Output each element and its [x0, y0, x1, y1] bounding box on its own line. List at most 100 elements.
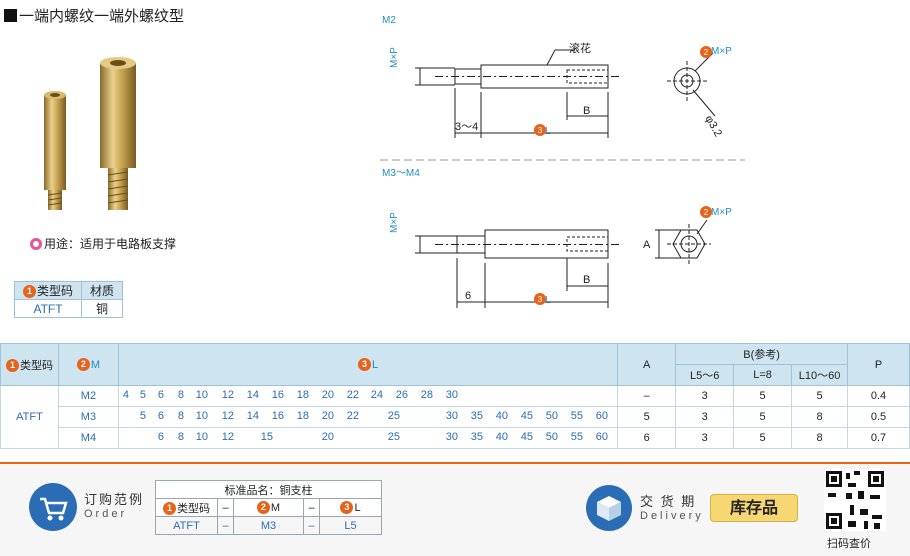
delivery-box-icon	[586, 485, 632, 531]
svg-text:2: 2	[704, 48, 709, 57]
l-value: 5	[139, 410, 146, 422]
l-value: 24	[370, 389, 384, 401]
dim-phi: φ3.2	[702, 114, 724, 139]
spec-header-b1: L5～6	[675, 364, 735, 386]
badge-3-m3	[534, 293, 546, 305]
l-value: 40	[495, 410, 509, 422]
l-value: 50	[545, 410, 559, 422]
page-title: 一端内螺纹一端外螺纹型	[4, 5, 184, 26]
l-value: 22	[346, 389, 360, 401]
l-value: 16	[271, 389, 285, 401]
dim-mxp-end-m3: M×P	[711, 207, 732, 218]
label-m3-m4: M3～M4	[382, 168, 420, 179]
title-square-icon	[4, 9, 17, 22]
technical-drawing: M2 M3～M4 M×P M×P M×P M×P L L 2 2 3 3 滚花 …	[380, 15, 745, 308]
dim-mxp-end-m2: M×P	[711, 46, 732, 57]
l-value: 22	[346, 410, 360, 422]
spec-header-a: A	[617, 343, 677, 386]
l-value: 20	[321, 431, 335, 443]
l-value: 25	[387, 431, 401, 443]
badge-2-end-m2	[700, 46, 712, 58]
l-value: 30	[445, 431, 459, 443]
order-label-en: Order	[84, 508, 128, 520]
l-value: 16	[271, 410, 285, 422]
l-value: 5	[139, 389, 146, 401]
l-value: 25	[387, 410, 401, 422]
svg-text:3: 3	[538, 126, 543, 135]
l-value: 8	[177, 431, 184, 443]
l-value: 10	[195, 389, 209, 401]
l-value: 15	[260, 431, 274, 443]
spec-header-b3: L10～60	[791, 364, 848, 386]
qr-caption: 扫码查价	[827, 538, 871, 550]
l-value: 55	[570, 410, 584, 422]
dim-b-m2: B	[583, 105, 590, 117]
l-value: 45	[520, 410, 534, 422]
l-value: 14	[246, 389, 260, 401]
usage-note: 用途：适用于电路板支撑	[30, 235, 176, 252]
svg-text:3: 3	[538, 295, 543, 304]
l-value: 12	[221, 431, 235, 443]
dim-b-m3: B	[583, 274, 590, 286]
l-value: 20	[321, 389, 335, 401]
l-value: 40	[495, 431, 509, 443]
l-value: 8	[177, 410, 184, 422]
cart-icon	[29, 483, 77, 531]
order-std-name: 标准品名：铜支柱	[155, 480, 382, 499]
spec-header-b: B(参考)	[675, 343, 848, 365]
l-value: 30	[445, 389, 459, 401]
l-value: 10	[195, 431, 209, 443]
svg-text:2: 2	[704, 208, 709, 217]
l-value: 18	[296, 389, 310, 401]
spec-type-code: ATFT	[0, 385, 59, 449]
badge-3-m2	[534, 124, 546, 136]
delivery-label-en: Delivery	[640, 510, 704, 522]
mat-material: 铜	[81, 299, 124, 318]
dim-3-4: 3～4	[455, 121, 478, 133]
dim-mxp-m2: M×P	[389, 47, 400, 68]
product-photo	[44, 57, 136, 210]
mat-type-code: ATFT	[13, 299, 83, 318]
l-value: 30	[445, 410, 459, 422]
dim-l-m3: L	[545, 295, 551, 306]
label-knurl: 滚花	[569, 41, 591, 55]
l-value: 45	[520, 431, 534, 443]
l-value: 26	[395, 389, 409, 401]
l-value: 6	[157, 431, 164, 443]
spec-header-p: P	[846, 343, 910, 386]
l-value: 12	[221, 389, 235, 401]
l-value: 18	[296, 410, 310, 422]
label-m2: M2	[382, 15, 396, 26]
usage-ring-icon	[30, 238, 42, 250]
l-value: 28	[420, 389, 434, 401]
l-value: 35	[470, 431, 484, 443]
dim-a: A	[643, 239, 651, 251]
l-value: 20	[321, 410, 335, 422]
l-value: 10	[195, 410, 209, 422]
l-value: 55	[570, 431, 584, 443]
qr-code-icon[interactable]	[824, 469, 886, 531]
dim-l-m2: L	[545, 126, 551, 137]
l-value: 6	[157, 410, 164, 422]
order-label-cn: 订购范例	[84, 492, 145, 507]
l-value: 50	[545, 431, 559, 443]
l-value: 8	[177, 389, 184, 401]
dim-6: 6	[465, 290, 471, 302]
delivery-label-cn: 交 货 期	[640, 494, 697, 509]
stock-badge: 库存品	[710, 494, 798, 522]
l-value: 4	[122, 389, 129, 401]
l-value: 6	[157, 389, 164, 401]
l-value: 35	[470, 410, 484, 422]
